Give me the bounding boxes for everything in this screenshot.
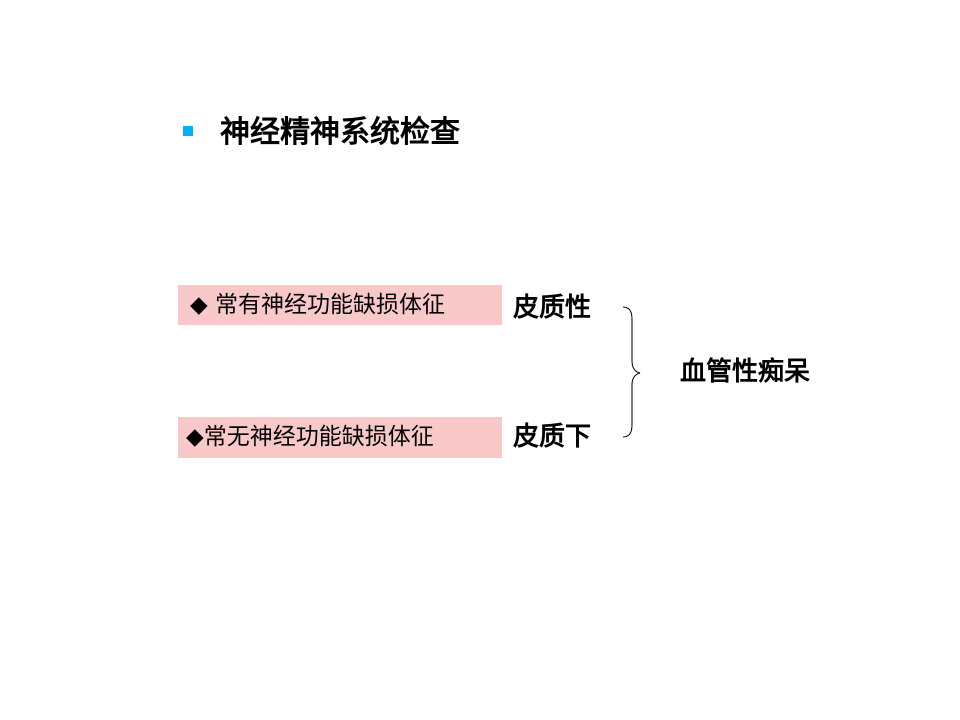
result-label: 血管性痴呆 — [680, 357, 811, 387]
slide-title: 神经精神系统检查 — [220, 115, 460, 150]
title-bullet-icon — [183, 126, 193, 136]
feature-box-subcortical: ◆常无神经功能缺损体征 — [178, 417, 502, 458]
curly-brace-icon — [622, 306, 641, 438]
type-label-cortical: 皮质性 — [513, 293, 592, 323]
diamond-bullet-icon: ◆ — [190, 292, 208, 318]
feature-text: 常无神经功能缺损体征 — [203, 424, 434, 450]
type-label-subcortical: 皮质下 — [513, 422, 592, 452]
diamond-bullet-icon: ◆ — [186, 424, 204, 450]
feature-text: 常有神经功能缺损体征 — [207, 292, 446, 318]
feature-box-cortical: ◆ 常有神经功能缺损体征 — [178, 285, 502, 325]
